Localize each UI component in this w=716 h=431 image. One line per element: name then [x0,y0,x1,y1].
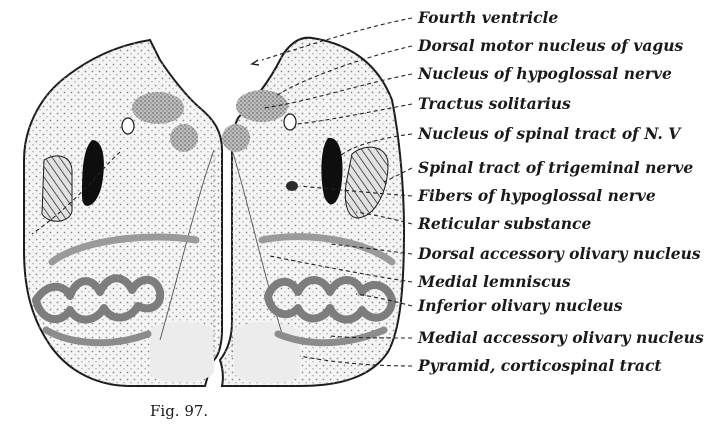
hypoglossal-fibers-right [286,181,298,191]
spinal-tract-v-left [42,156,72,221]
tractus-solitarius-right [284,114,296,130]
label-spinal-tract-of-trigeminal-nerve: Spinal tract of trigeminal nerve [418,158,693,177]
label-tractus-solitarius: Tractus solitarius [418,94,571,113]
label-nucleus-of-spinal-tract: Nucleus of spinal tract of N. V [417,124,682,143]
tractus-solitarius-left [122,118,134,134]
label-dorsal-accessory-olivary-nucleus: Dorsal accessory olivary nucleus [417,244,701,263]
label-dorsal-motor-nucleus-of-vagus: Dorsal motor nucleus of vagus [417,36,683,55]
label-fourth-ventricle: Fourth ventricle [417,8,558,27]
label-inferior-olivary-nucleus: Inferior olivary nucleus [417,296,623,315]
label-medial-lemniscus: Medial lemniscus [417,272,571,291]
figure-caption: Fig. 97. [150,402,208,420]
hypoglossal-nucleus-right [236,90,288,122]
label-medial-accessory-olivary-nucleus: Medial accessory olivary nucleus [417,328,704,347]
label-group: Fourth ventricle Dorsal motor nucleus of… [417,8,704,375]
hypoglossal-nucleus-left [132,92,184,124]
label-pyramid-corticospinal-tract: Pyramid, corticospinal tract [417,356,662,375]
fourth-ventricle-mark [252,60,259,65]
label-fibers-of-hypoglossal-nerve: Fibers of hypoglossal nerve [417,186,656,205]
vagus-nucleus-right [222,124,250,152]
label-nucleus-of-hypoglossal-nerve: Nucleus of hypoglossal nerve [417,64,672,83]
label-reticular-substance: Reticular substance [417,214,591,233]
vagus-nucleus-left [170,124,198,152]
spinal-nucleus-v-right [321,138,342,204]
